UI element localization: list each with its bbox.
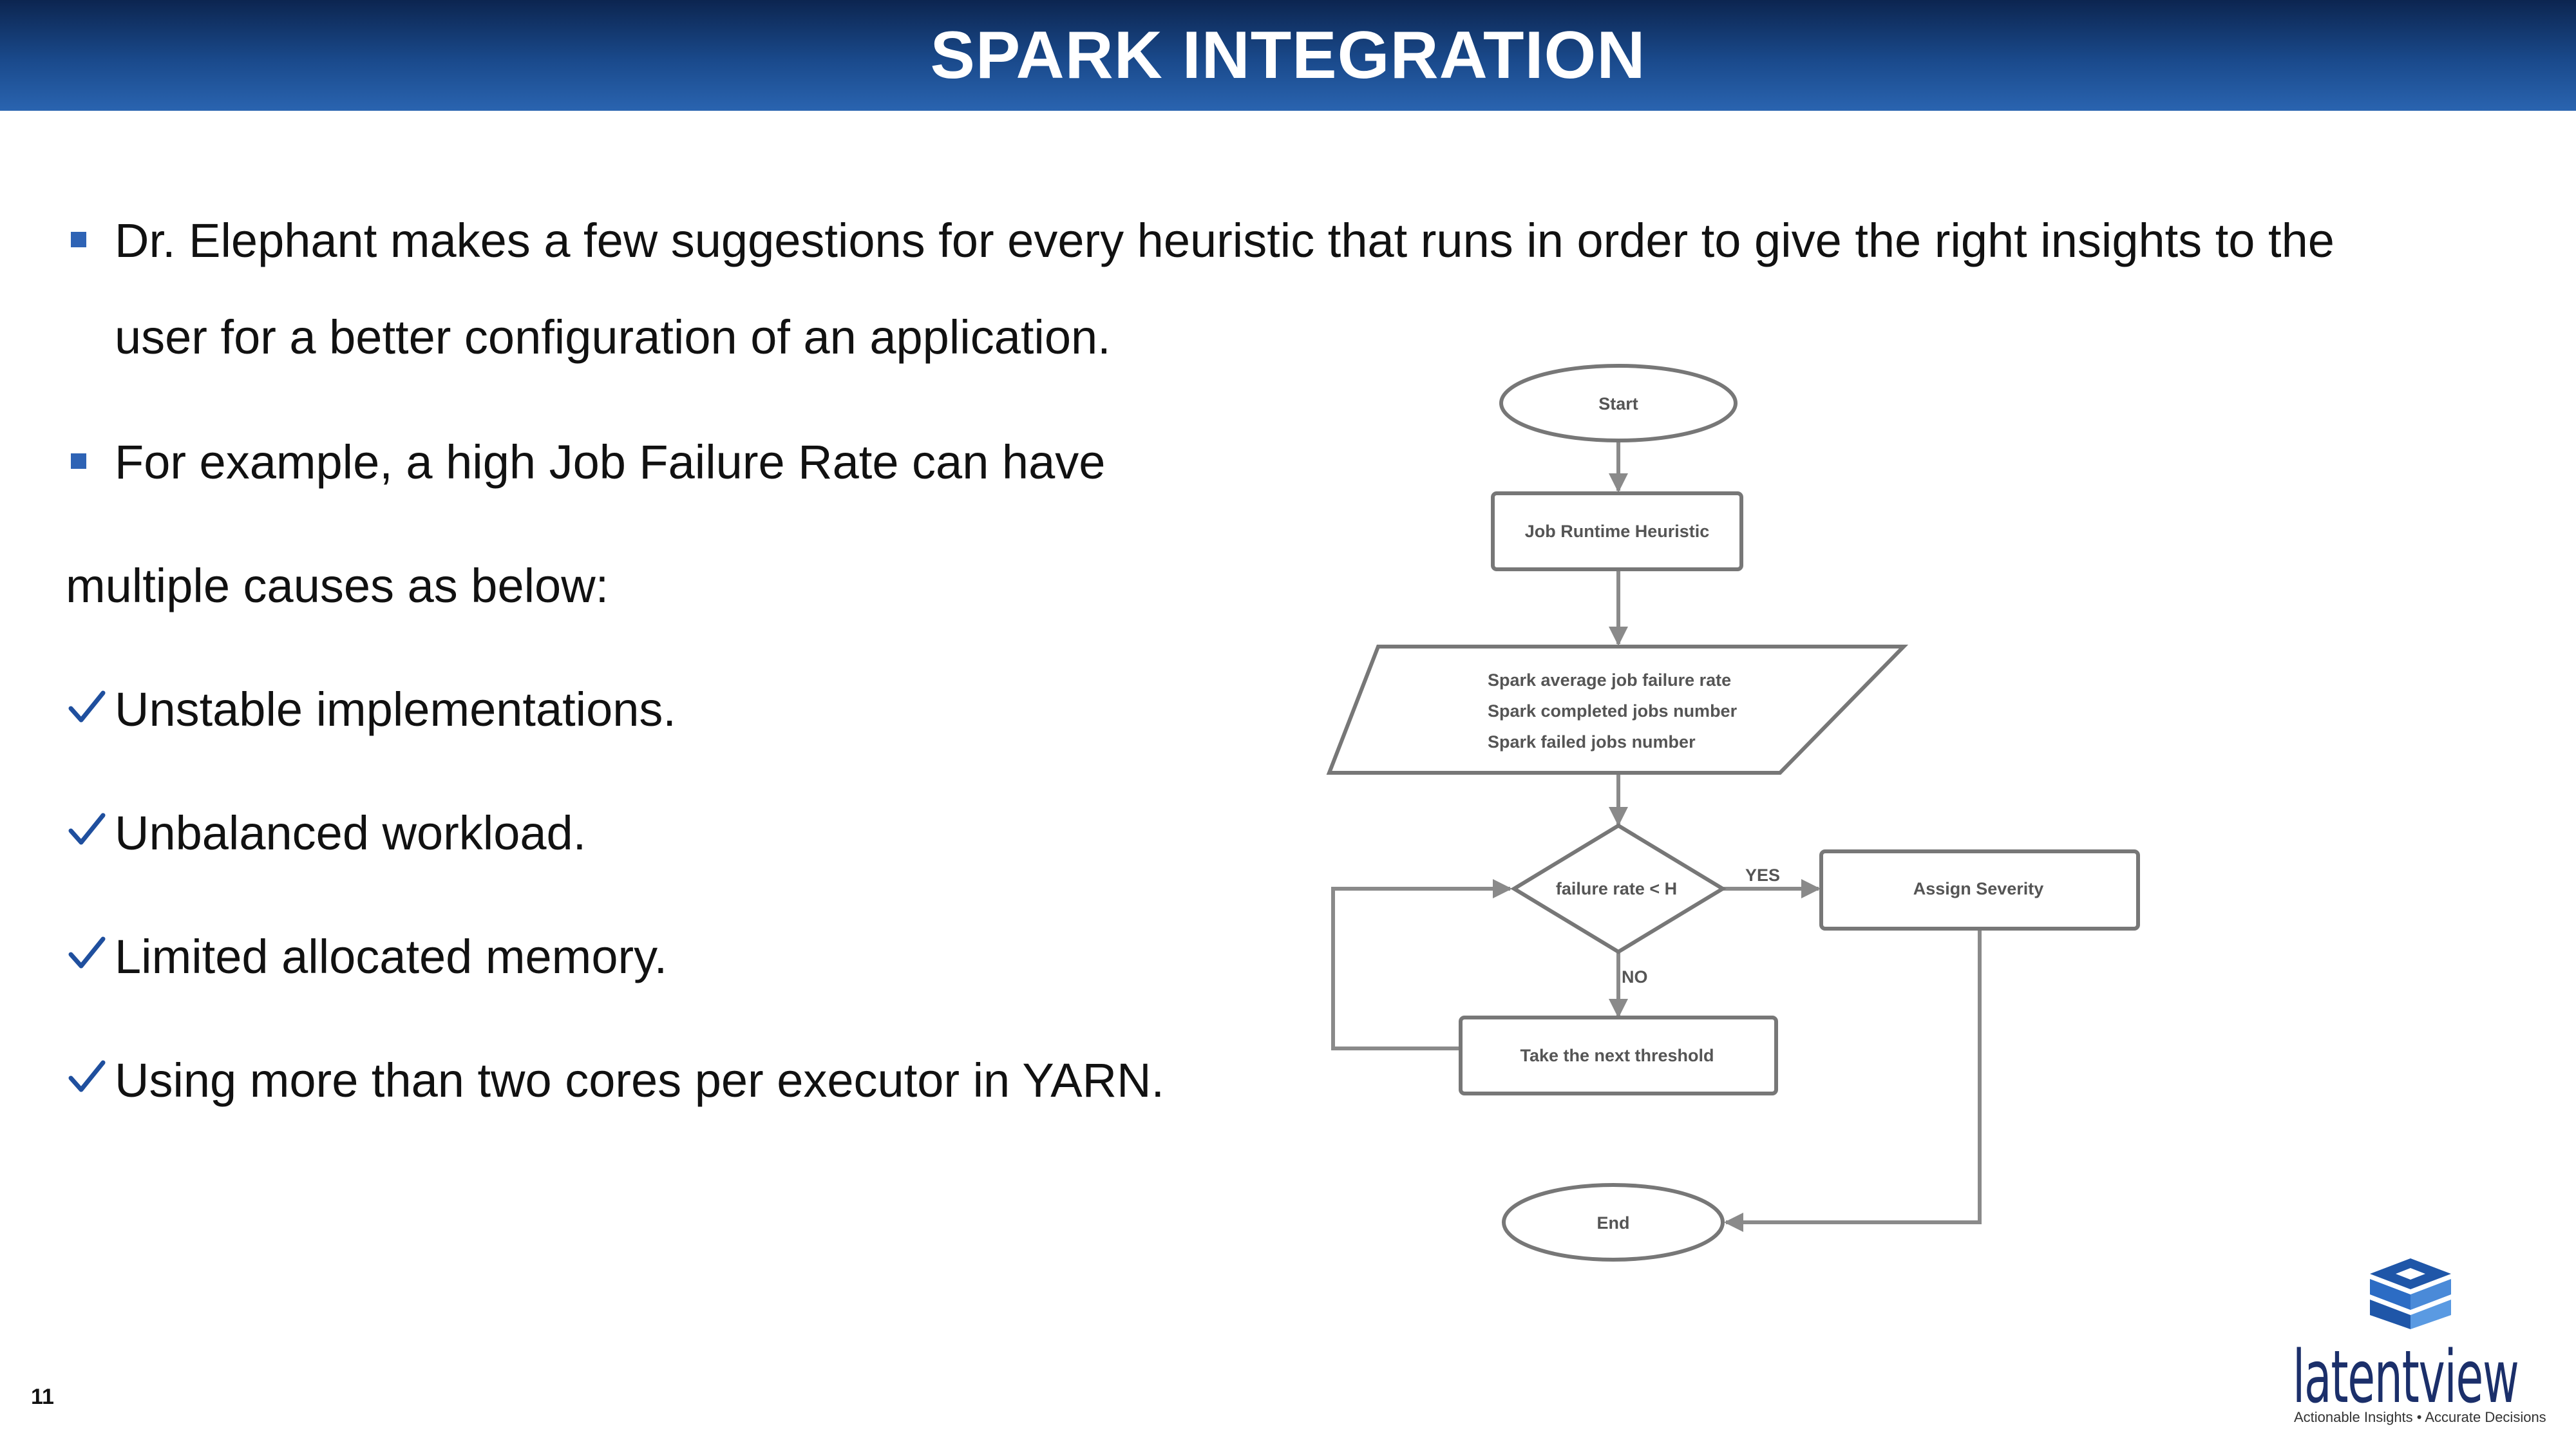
- checkmark-icon: [68, 936, 106, 969]
- title-bar: [0, 0, 2576, 111]
- flow-start-node: [1499, 364, 1738, 442]
- flow-heuristic-label: Job Runtime Heuristic: [1525, 522, 1710, 541]
- flow-assign-label: Assign Severity: [1913, 879, 2044, 898]
- bullet-text-continued: multiple causes as below:: [66, 559, 609, 612]
- flow-input-item: Spark completed jobs number: [1488, 701, 1738, 721]
- bullet-marker: [71, 453, 86, 469]
- flow-decision-label: failure rate < H: [1556, 879, 1677, 898]
- connector-loop-back: [1331, 879, 1512, 1050]
- bullet-marker: [71, 232, 86, 247]
- cause-item: Using more than two cores per executor i…: [115, 1054, 1165, 1107]
- flow-next-node: [1459, 1016, 1778, 1095]
- cause-item: Limited allocated memory.: [115, 930, 668, 983]
- cause-item: Unstable implementations.: [115, 683, 676, 736]
- flow-next-label: Take the next threshold: [1520, 1046, 1714, 1065]
- checkmark-icon: [68, 1060, 106, 1092]
- bullet-text: For example, a high Job Failure Rate can…: [115, 435, 1106, 489]
- flow-inputs-node: [1326, 645, 1909, 775]
- latentview-logo-icon: [2370, 1258, 2451, 1329]
- bullet-text: Dr. Elephant makes a few suggestions for…: [115, 214, 2334, 267]
- logo-tagline: Actionable Insights • Accurate Decisions: [2294, 1409, 2546, 1425]
- flow-input-item: Spark failed jobs number: [1488, 732, 1696, 752]
- bullet-text-continued: user for a better configuration of an ap…: [115, 310, 1111, 364]
- page-number: 11: [31, 1385, 54, 1409]
- slide-title: SPARK INTEGRATION: [930, 17, 1646, 93]
- cause-item: Unbalanced workload.: [115, 806, 587, 860]
- logo-wordmark: latentview: [2293, 1336, 2519, 1419]
- flow-assign-node: [1819, 849, 2140, 931]
- flow-decision-node: [1510, 823, 1727, 954]
- flow-end-node: [1502, 1183, 1725, 1262]
- flow-no-label: NO: [1622, 967, 1648, 987]
- flow-input-item: Spark average job failure rate: [1488, 670, 1731, 690]
- connector-assign-end: [1724, 929, 1982, 1232]
- flow-heuristic-node: [1491, 491, 1743, 571]
- flow-start-label: Start: [1598, 394, 1638, 413]
- flow-yes-label: YES: [1745, 866, 1780, 885]
- checkmark-icon: [68, 690, 106, 723]
- flow-end-label: End: [1597, 1213, 1630, 1233]
- checkmark-icon: [68, 813, 106, 845]
